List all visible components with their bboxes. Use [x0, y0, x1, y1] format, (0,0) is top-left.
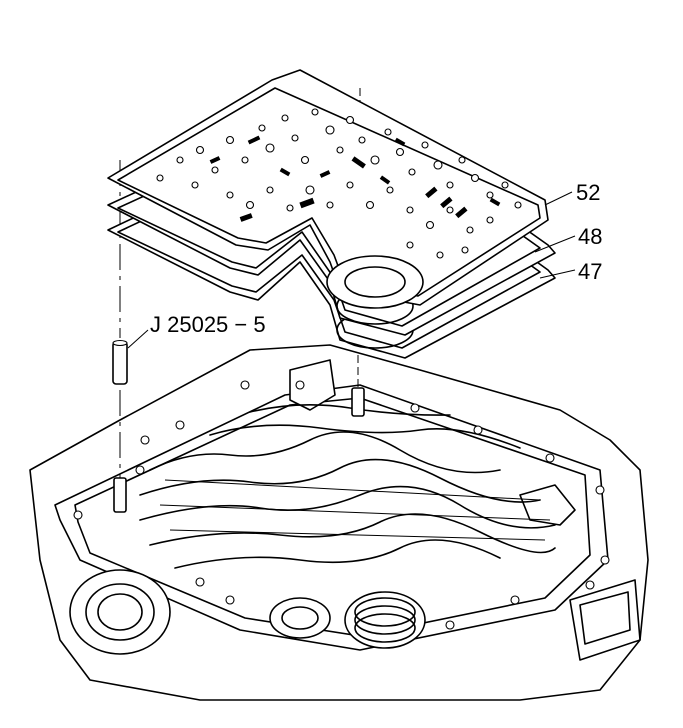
callout-47: 47	[539, 259, 602, 284]
callout-tool: J 25025 − 5	[150, 312, 266, 337]
callout-48: 48	[534, 224, 602, 253]
spacer-plate-52	[107, 69, 549, 309]
callout-52: 52	[544, 180, 600, 206]
case-bolt-holes	[73, 380, 610, 630]
alignment-pin-tool	[112, 160, 149, 478]
plate-slots	[209, 135, 501, 222]
valve-body-channels	[139, 404, 556, 569]
installed-guide-pin	[113, 477, 127, 513]
plate-orifice-holes	[156, 108, 522, 259]
callout-label-48: 48	[578, 224, 602, 249]
transmission-case	[29, 344, 649, 701]
callout-label-52: 52	[576, 180, 600, 205]
callout-label-tool-pin: J 25025 − 5	[150, 312, 266, 337]
installed-guide-pin-right	[351, 387, 365, 417]
callout-label-47: 47	[578, 259, 602, 284]
